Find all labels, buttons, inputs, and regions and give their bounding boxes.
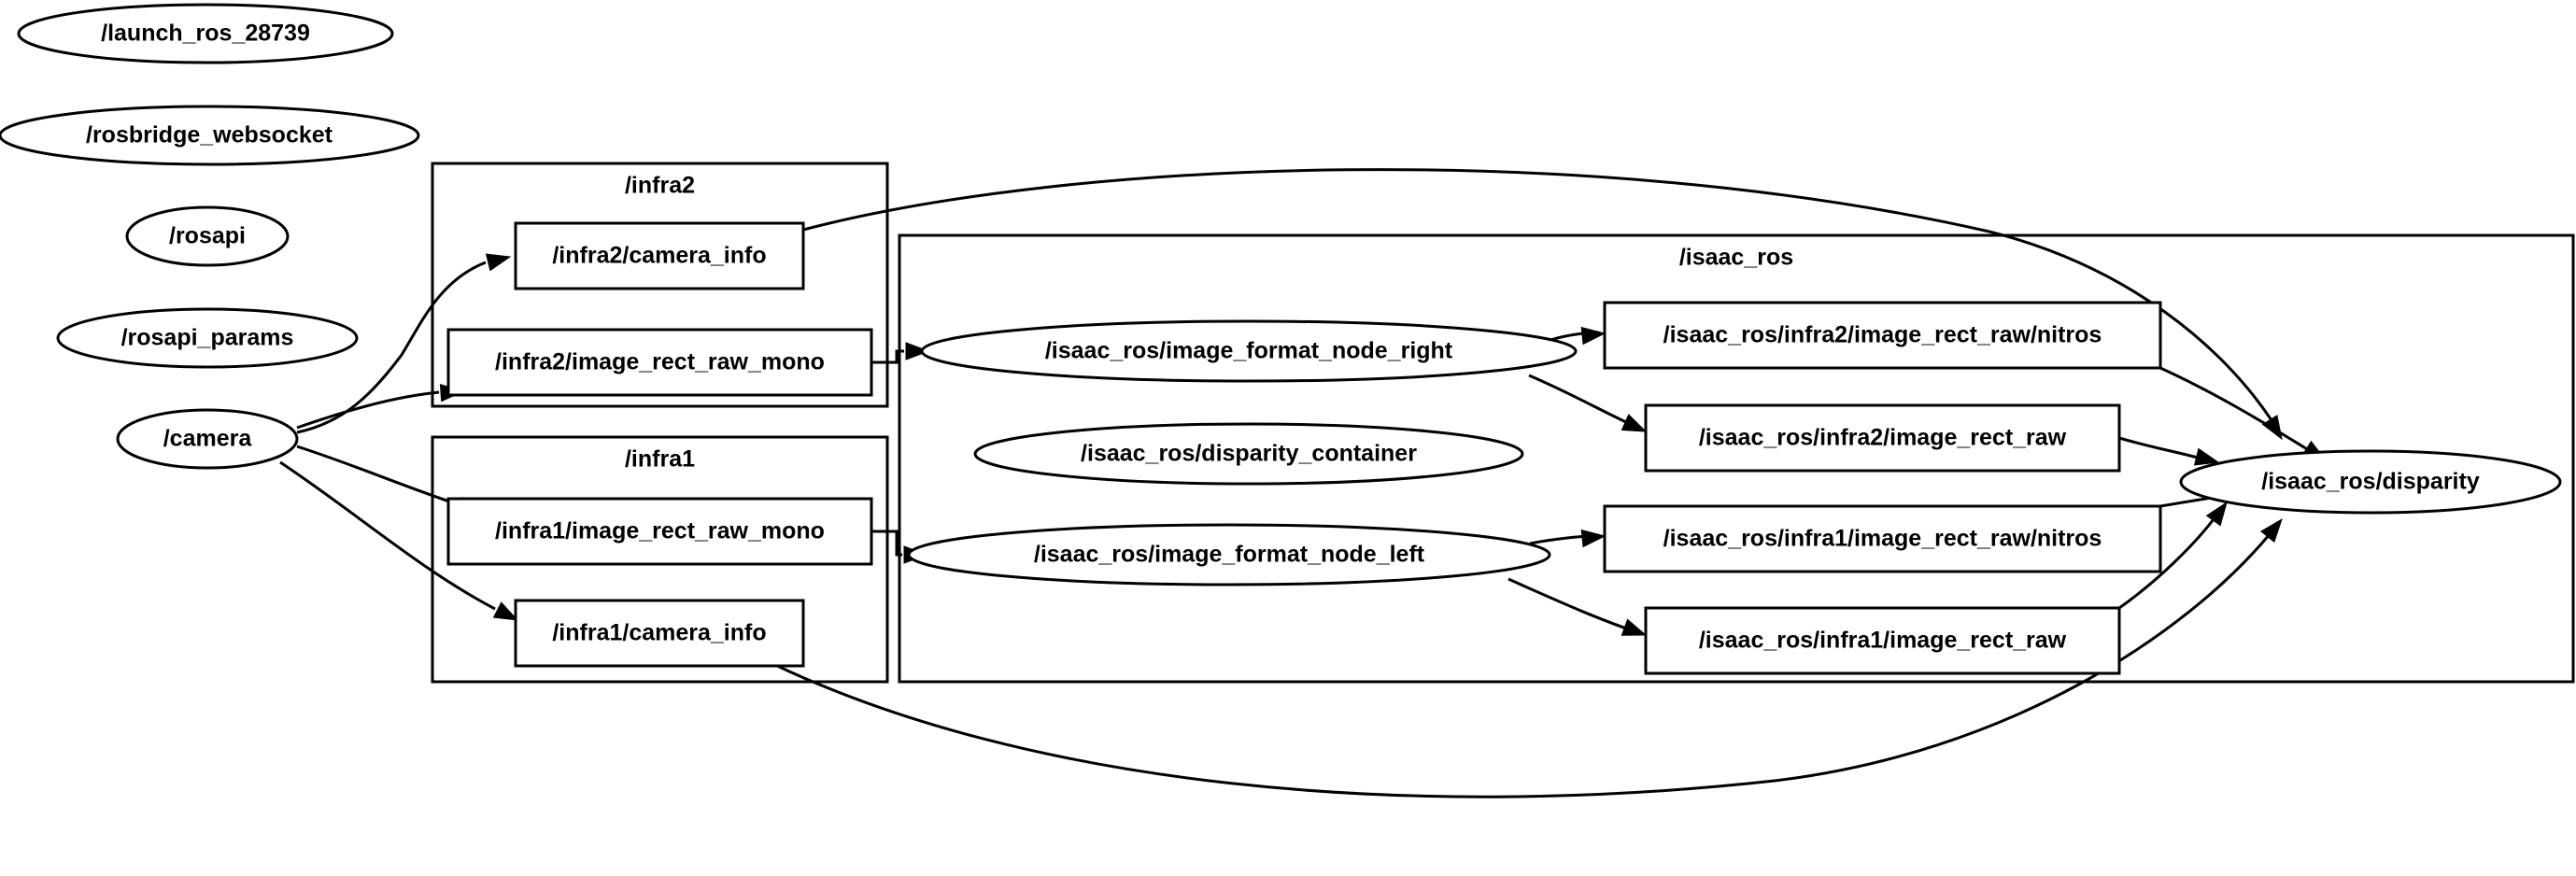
edge-infra1_raw-to-disparity [2118, 501, 2228, 610]
edge-line [296, 445, 459, 506]
node-label: /infra2/camera_info [552, 243, 766, 269]
cluster-label: /infra1 [625, 446, 695, 473]
node-ellipse-shape[interactable] [973, 422, 1524, 486]
cluster-box [431, 162, 889, 408]
node-rosbridge_websocket[interactable]: /rosbridge_websocket [0, 105, 420, 166]
arrow-head-icon [485, 253, 512, 272]
node-label: /isaac_ros/disparity_container [1081, 441, 1417, 467]
node-box-shape[interactable] [1603, 301, 2162, 370]
node-infra1_nitros[interactable]: /isaac_ros/infra1/image_rect_raw/nitros [1603, 504, 2162, 573]
node-camera[interactable]: /camera [116, 408, 299, 470]
edge-ifn_right-to-infra2_raw [1528, 374, 1648, 432]
node-disparity_container[interactable]: /isaac_ros/disparity_container [973, 422, 1524, 486]
node-ellipse-shape[interactable] [0, 105, 420, 166]
node-ellipse-shape[interactable] [2179, 449, 2562, 515]
node-label: /isaac_ros/infra2/image_rect_raw [1699, 425, 2067, 451]
arrow-head-icon [2205, 501, 2228, 527]
edge-line [1528, 374, 1641, 431]
edge-ifn_left-to-infra1_nitros [1529, 529, 1606, 548]
node-infra2_nitros[interactable]: /isaac_ros/infra2/image_rect_raw/nitros [1603, 301, 2162, 370]
edge-line [296, 261, 487, 434]
cluster-infra1: /infra1 [431, 435, 889, 684]
arrow-head-icon [492, 601, 519, 621]
node-label: /isaac_ros/infra2/image_rect_raw/nitros [1663, 322, 2102, 348]
edge-infra1_camera_info-to-disparity [774, 517, 2283, 798]
arrow-head-icon [2261, 415, 2283, 441]
node-label: /isaac_ros/disparity [2261, 469, 2480, 495]
clusters-layer: /infra2/infra1/isaac_ros [431, 162, 2575, 684]
arrow-head-icon [2260, 517, 2283, 544]
cluster-isaac_ros: /isaac_ros [898, 233, 2575, 684]
edge-line [279, 460, 496, 611]
edge-camera-to-infra2_camera_info [296, 253, 512, 434]
edge-ifn_right-to-infra2_nitros [1550, 326, 1606, 346]
node-box-shape[interactable] [1644, 403, 2121, 473]
node-box-shape[interactable] [446, 497, 873, 566]
arrow-head-icon [2193, 447, 2220, 466]
arrow-head-icon [1621, 414, 1648, 432]
edge-line [774, 533, 2272, 798]
node-ellipse-shape[interactable] [125, 205, 290, 267]
node-rosapi_params[interactable]: /rosapi_params [56, 307, 359, 369]
node-label: /infra1/camera_info [552, 620, 766, 646]
node-box-shape[interactable] [1603, 504, 2162, 573]
cluster-box [431, 435, 889, 684]
node-disparity[interactable]: /isaac_ros/disparity [2179, 449, 2562, 515]
arrow-head-icon [1580, 326, 1606, 346]
nodes-layer: /launch_ros_28739/rosbridge_websocket/ro… [0, 3, 2562, 675]
cluster-infra2: /infra2 [431, 162, 889, 408]
arrow-head-icon [1621, 618, 1648, 636]
node-label: /isaac_ros/infra1/image_rect_raw/nitros [1663, 526, 2102, 552]
node-ellipse-shape[interactable] [56, 307, 359, 369]
node-box-shape[interactable] [514, 599, 805, 668]
cluster-label: /infra2 [625, 173, 695, 199]
node-label: /infra2/image_rect_raw_mono [495, 349, 825, 375]
edge-line [2159, 366, 2313, 454]
node-infra2_raw[interactable]: /isaac_ros/infra2/image_rect_raw [1644, 403, 2121, 473]
cluster-box [898, 233, 2575, 684]
node-label: /rosbridge_websocket [86, 122, 333, 148]
node-label: /isaac_ros/infra1/image_rect_raw [1699, 628, 2067, 654]
node-launch_ros[interactable]: /launch_ros_28739 [17, 3, 394, 64]
node-label: /rosapi_params [121, 325, 294, 351]
node-label: /rosapi [169, 223, 246, 249]
node-label: /launch_ros_28739 [101, 21, 310, 47]
edge-infra2_raw-to-disparity [2118, 436, 2220, 466]
node-label: /isaac_ros/image_format_node_left [1034, 542, 1425, 568]
edge-line [2118, 515, 2218, 610]
node-infra1_camera_info[interactable]: /infra1/camera_info [514, 599, 805, 668]
arrow-head-icon [905, 342, 930, 360]
node-label: /infra1/image_rect_raw_mono [495, 518, 825, 544]
node-infra2_camera_info[interactable]: /infra2/camera_info [514, 221, 805, 290]
node-ifn_left[interactable]: /isaac_ros/image_format_node_left [907, 523, 1551, 586]
cluster-label: /isaac_ros [1679, 245, 1793, 271]
node-label: /camera [163, 426, 253, 452]
arrow-head-icon [1580, 529, 1606, 548]
edge-ifn_left-to-infra1_raw [1507, 577, 1648, 636]
node-box-shape[interactable] [446, 328, 873, 397]
node-infra1_raw[interactable]: /isaac_ros/infra1/image_rect_raw [1644, 606, 2121, 675]
edges-layer [279, 168, 2328, 798]
node-rosapi[interactable]: /rosapi [125, 205, 290, 267]
edge-line [1507, 577, 1641, 635]
node-ellipse-shape[interactable] [116, 408, 299, 470]
node-label: /isaac_ros/image_format_node_right [1045, 338, 1453, 364]
node-infra1_irrm[interactable]: /infra1/image_rect_raw_mono [446, 497, 873, 566]
edge-infra2_camera_info-to-disparity [802, 168, 2283, 441]
edge-line [296, 390, 440, 430]
edge-line [871, 530, 902, 557]
node-infra2_irrm[interactable]: /infra2/image_rect_raw_mono [446, 328, 873, 397]
edge-camera-to-infra1_camera_info [279, 460, 519, 621]
node-ifn_right[interactable]: /isaac_ros/image_format_node_right [920, 319, 1578, 383]
edge-line [871, 349, 904, 364]
node-ellipse-shape[interactable] [17, 3, 394, 64]
edge-infra2_irrm-to-ifn_right [871, 342, 930, 364]
node-box-shape[interactable] [514, 221, 805, 290]
edge-line [802, 168, 2273, 421]
node-box-shape[interactable] [1644, 606, 2121, 675]
node-ellipse-shape[interactable] [920, 319, 1578, 383]
edge-line [2118, 436, 2199, 459]
node-ellipse-shape[interactable] [907, 523, 1551, 586]
